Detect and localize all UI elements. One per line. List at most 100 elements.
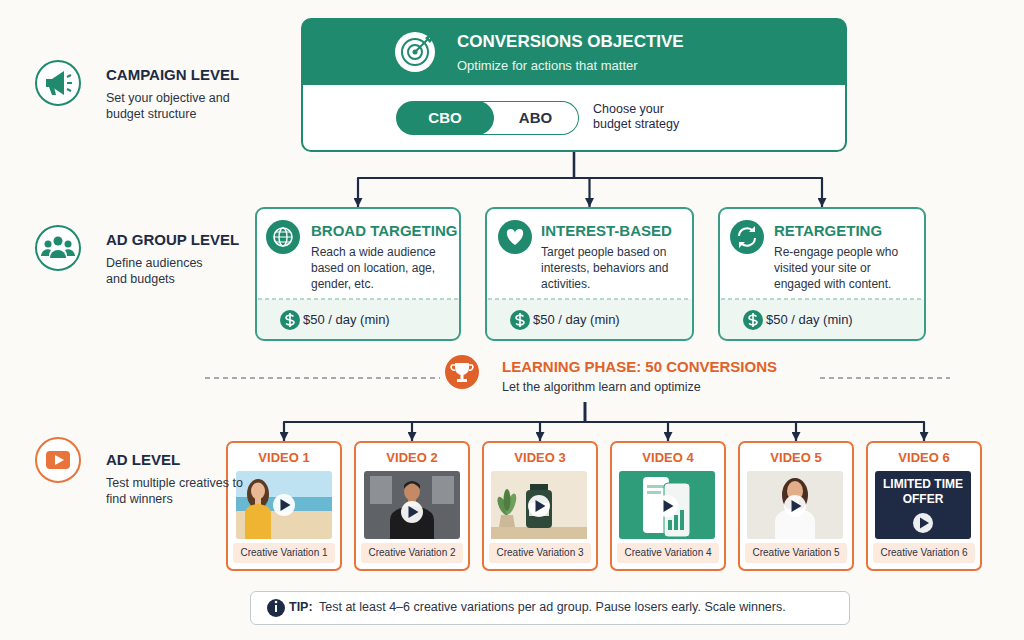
play-button xyxy=(401,501,423,523)
gym-thumbnail xyxy=(364,471,460,539)
video-title: VIDEO 1 xyxy=(228,450,340,465)
connector-arrow xyxy=(574,152,822,207)
play-button xyxy=(281,499,291,511)
connector-arrow xyxy=(540,402,585,441)
play-button xyxy=(656,495,678,517)
trophy-icon xyxy=(461,374,464,379)
video-title: VIDEO 4 xyxy=(612,450,724,465)
video-title: VIDEO 6 xyxy=(868,450,980,465)
refresh-icon xyxy=(739,228,753,236)
portrait-thumbnail xyxy=(747,471,843,539)
globe-icon xyxy=(279,228,287,246)
play-button xyxy=(273,494,933,533)
connector-arrow xyxy=(585,402,796,441)
gym-thumbnail xyxy=(404,481,420,501)
connector-arrow xyxy=(284,402,585,441)
play-button xyxy=(920,518,929,529)
phase-heading: LEARNING PHASE: 50 CONVERSIONS xyxy=(502,358,777,375)
trophy-icon xyxy=(451,365,473,370)
box-heading: BROAD TARGETING xyxy=(311,222,457,239)
target-icon xyxy=(402,39,428,65)
connector-arrow xyxy=(412,402,585,441)
connector-arrow xyxy=(574,152,590,207)
product-thumbnail xyxy=(529,503,549,516)
trophy-icon xyxy=(445,355,479,389)
refresh-icon xyxy=(730,220,764,254)
product-thumbnail xyxy=(503,492,518,515)
info-icon xyxy=(267,599,285,617)
separator-line xyxy=(258,298,923,299)
play-button xyxy=(273,494,295,516)
dollar-icon xyxy=(280,310,763,330)
play-button xyxy=(528,495,550,517)
separator-line xyxy=(721,298,923,299)
toggle-label: CBO xyxy=(396,101,494,135)
trophy-icon xyxy=(457,379,467,382)
video-title: VIDEO 2 xyxy=(356,450,468,465)
video-caption: Creative Variation 4 xyxy=(617,543,719,563)
budget-amount: $50 / day (min) xyxy=(303,311,390,329)
toggle-option: CBO xyxy=(396,101,494,135)
campaign-level-icon xyxy=(49,87,56,95)
heart-icon xyxy=(498,220,532,254)
play-button xyxy=(656,495,678,517)
level-description: Set your objective and budget structure xyxy=(106,90,231,122)
globe-icon xyxy=(266,220,300,254)
dollar-icon xyxy=(743,310,763,330)
ad-group-level-icon xyxy=(65,249,75,256)
tip-text: Test at least 4–6 creative variations pe… xyxy=(319,600,786,614)
audience-box: RETARGETINGRe-engage people who visited … xyxy=(718,207,926,341)
trophy-icon xyxy=(445,355,479,389)
ad-group-level-icon xyxy=(54,237,63,246)
audience-box: BROAD TARGETINGReach a wide audience bas… xyxy=(255,207,461,341)
ad-group-level-icon xyxy=(36,226,80,270)
beach-thumbnail xyxy=(236,471,332,539)
offer-thumbnail xyxy=(875,471,971,539)
beach-thumbnail xyxy=(255,497,261,505)
ad-group-level-icon xyxy=(50,250,66,258)
ad-group-level-icon xyxy=(41,249,51,256)
info-icon xyxy=(275,601,278,604)
target-icon xyxy=(413,50,418,55)
objective-box: CONVERSIONS OBJECTIVE Optimize for action… xyxy=(301,18,847,152)
app-thumbnail xyxy=(619,471,715,539)
video-caption: Creative Variation 3 xyxy=(489,543,591,563)
portrait-thumbnail xyxy=(747,471,843,539)
box-heading: CONVERSIONS OBJECTIVE xyxy=(457,32,684,52)
refresh-icon xyxy=(739,242,745,248)
beach-thumbnail xyxy=(236,497,332,511)
separator-line xyxy=(488,298,691,299)
refresh-icon xyxy=(741,238,755,246)
target-icon xyxy=(425,35,433,43)
connector-arrow xyxy=(585,402,924,441)
campaign-level-icon xyxy=(46,71,64,95)
globe-icon xyxy=(274,228,292,246)
ad-group-level-icon xyxy=(65,241,72,248)
video-caption: Creative Variation 5 xyxy=(745,543,847,563)
ad-level-icon xyxy=(46,451,70,469)
product-thumbnail xyxy=(530,484,548,491)
ad-level-icon xyxy=(55,455,64,465)
video-card: VIDEO 4 Creative Variation 4 xyxy=(610,441,726,571)
info-icon xyxy=(267,599,285,617)
budget-amount: $50 / day (min) xyxy=(533,311,620,329)
ad-level-icon xyxy=(36,438,80,482)
audience-box: INTEREST-BASEDTarget people based on int… xyxy=(485,207,694,341)
box-heading: INTEREST-BASED xyxy=(541,222,672,239)
play-button xyxy=(409,506,419,518)
beach-thumbnail xyxy=(251,483,265,500)
level-description: Define audiences and budgets xyxy=(106,255,221,287)
gym-thumbnail xyxy=(370,476,392,504)
phase-note: Let the algorithm learn and optimize xyxy=(502,380,701,394)
box-subtitle: Optimize for actions that matter xyxy=(457,58,638,73)
target-icon xyxy=(415,39,428,52)
app-thumbnail xyxy=(647,485,665,488)
portrait-thumbnail xyxy=(787,481,803,501)
globe-icon xyxy=(274,232,292,242)
video-caption: Creative Variation 1 xyxy=(233,543,335,563)
gym-thumbnail xyxy=(404,481,420,489)
video-card: VIDEO 2Creative Variation 2 xyxy=(354,441,470,571)
video-title: VIDEO 5 xyxy=(740,450,852,465)
gym-thumbnail xyxy=(364,471,460,539)
